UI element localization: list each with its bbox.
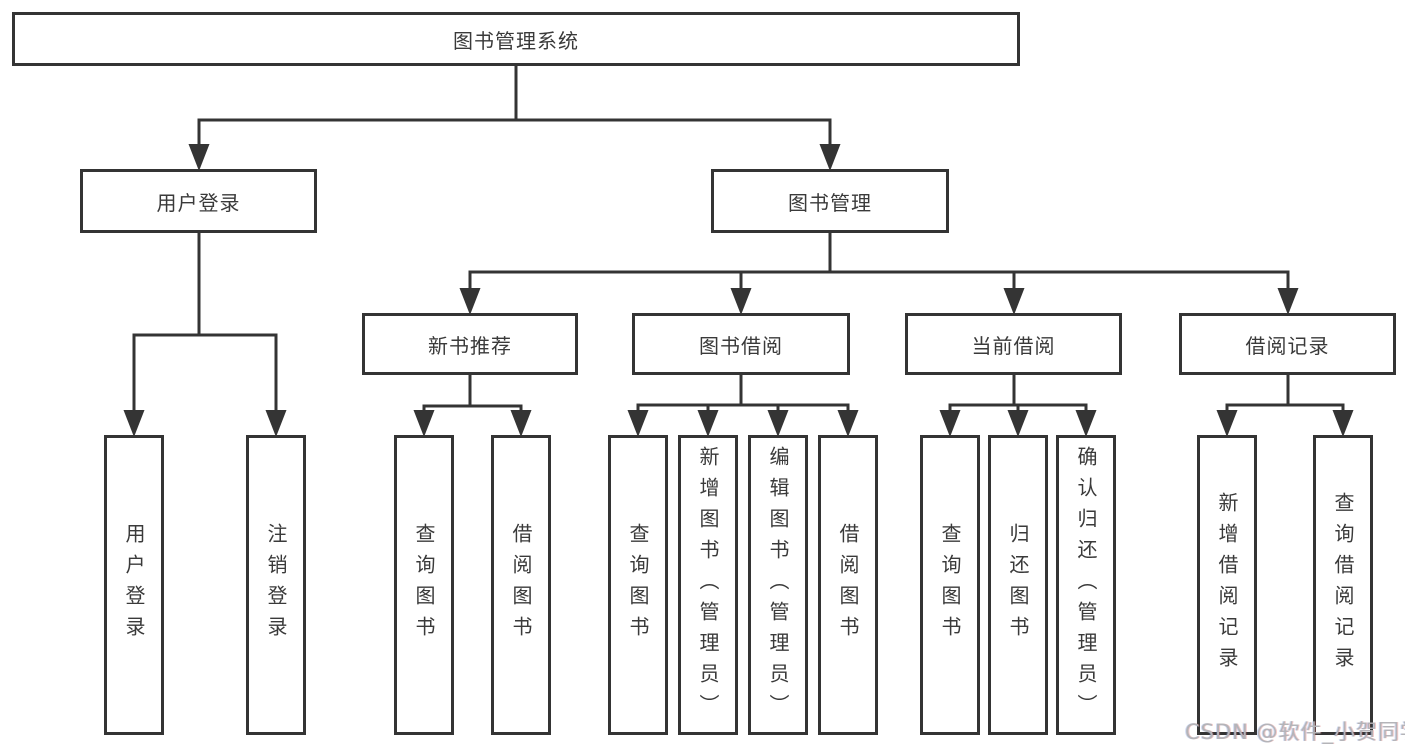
node-library-management-system: 图书管理系统: [12, 12, 1020, 66]
leaf-return-books: 归还图书: [988, 435, 1048, 735]
node-label: 借阅图书: [509, 523, 533, 647]
node-new-book-recommend: 新书推荐: [362, 313, 578, 375]
node-label: 归还图书: [1006, 523, 1030, 647]
node-label: 新增借阅记录: [1215, 492, 1239, 678]
node-label: 用户登录: [122, 523, 146, 647]
node-label: 查询图书: [938, 523, 962, 647]
node-label: 图书管理: [788, 190, 872, 215]
node-label: 图书借阅: [699, 333, 783, 358]
leaf-confirm-return-admin: 确认归还（管理员）: [1056, 435, 1116, 735]
node-book-management: 图书管理: [711, 169, 949, 233]
node-user-login: 用户登录: [80, 169, 317, 233]
node-label: 用户登录: [156, 190, 241, 215]
node-book-borrow: 图书借阅: [632, 313, 850, 375]
node-label: 新增图书（管理员）: [696, 445, 720, 725]
leaf-logout: 注销登录: [246, 435, 306, 735]
leaf-borrow-books: 借阅图书: [818, 435, 878, 735]
node-label: 借阅记录: [1245, 333, 1330, 358]
node-label: 确认归还（管理员）: [1074, 445, 1098, 725]
leaf-user-login: 用户登录: [104, 435, 164, 735]
leaf-edit-books-admin: 编辑图书（管理员）: [748, 435, 808, 735]
leaf-borrow-books-recommend: 借阅图书: [491, 435, 551, 735]
node-label: 新书推荐: [428, 333, 512, 358]
csdn-watermark: CSDN @软件_小贺同学: [1185, 720, 1405, 744]
node-label: 图书管理系统: [453, 28, 579, 53]
node-label: 查询图书: [412, 523, 436, 647]
node-borrow-records: 借阅记录: [1179, 313, 1396, 375]
node-label: 当前借阅: [971, 333, 1056, 358]
leaf-query-books: 查询图书: [608, 435, 668, 735]
node-label: 查询借阅记录: [1331, 492, 1355, 678]
leaf-query-books-current: 查询图书: [920, 435, 980, 735]
leaf-query-books-recommend: 查询图书: [394, 435, 454, 735]
node-label: 借阅图书: [836, 523, 860, 647]
node-label: 查询图书: [626, 523, 650, 647]
leaf-add-books-admin: 新增图书（管理员）: [678, 435, 738, 735]
node-current-borrow: 当前借阅: [905, 313, 1122, 375]
node-label: 编辑图书（管理员）: [766, 445, 790, 725]
node-label: 注销登录: [264, 523, 288, 647]
leaf-query-borrow-record: 查询借阅记录: [1313, 435, 1373, 735]
leaf-add-borrow-record: 新增借阅记录: [1197, 435, 1257, 735]
